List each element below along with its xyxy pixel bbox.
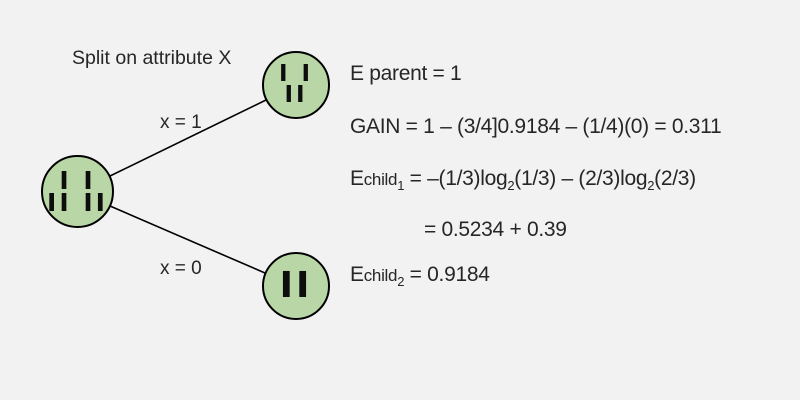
child-node-x1-tally-row1: I I [278,61,314,87]
formula-e-child1: Echild1 = –(1/3)log2(1/3) – (2/3)log2(2/… [350,167,696,193]
child-node-x0-tally-row1: II [279,265,313,306]
child-node-x1-tally-row2: II [284,82,308,108]
formula-e-parent: E parent = 1 [350,62,462,85]
edge-label-x0: x = 0 [160,258,202,279]
edge-label-x1: x = 1 [160,112,202,133]
root-node-tally-row1: I I [59,165,96,195]
split-title: Split on attribute X [72,47,232,69]
formula-e-child2: Echild2 = 0.9184 [350,263,490,289]
root-node: I I II II [41,155,114,228]
root-node-tally-row2: II II [47,187,108,217]
formula-gain: GAIN = 1 – (3/4]0.9184 – (1/4)(0) = 0.31… [350,115,722,138]
child-node-x0: II [262,252,330,320]
formula-e-child1-sum: = 0.5234 + 0.39 [424,218,567,241]
child-node-x1: I I II [262,51,330,119]
